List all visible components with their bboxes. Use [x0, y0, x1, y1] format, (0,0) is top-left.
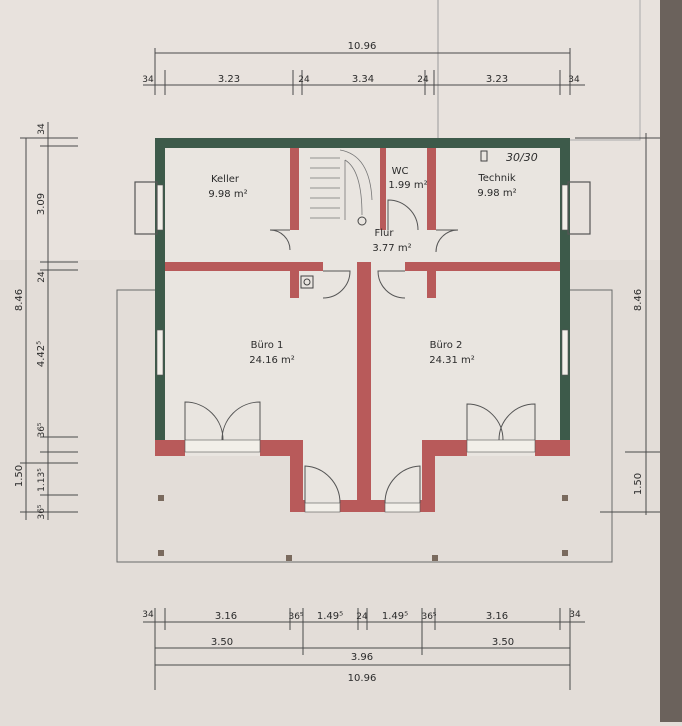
- stair-post: [357, 216, 367, 226]
- bottom-dim-7: 3.16: [486, 611, 508, 622]
- door-gap-buero1: [323, 262, 357, 271]
- bottom-dim-5: 1.49⁵: [382, 611, 408, 622]
- bottom-mid-dim-0: 3.50: [211, 637, 233, 648]
- door-gap-buero2: [371, 262, 405, 271]
- page-edge-shadow: [660, 0, 682, 722]
- room-buero1-area: 24.16 m²: [249, 355, 295, 366]
- room-buero2-name: Büro 2: [430, 340, 463, 351]
- annotation-text: 30/30: [506, 151, 538, 164]
- left-dim-6: 36⁵: [37, 504, 47, 519]
- top-dim-0: 34: [142, 75, 154, 85]
- front-glazing: [184, 439, 536, 513]
- left-dim-4: 36⁵: [37, 422, 47, 437]
- left-dimension-lines: [20, 122, 78, 520]
- top-dimension-lines: [143, 48, 585, 95]
- annotation-marker: [480, 150, 488, 162]
- bottom-total-dim: 10.96: [348, 673, 377, 684]
- room-flur-name: Flur: [375, 228, 395, 239]
- bottom-mid-dim-1: 3.96: [351, 652, 373, 663]
- top-dim-3: 3.34: [352, 74, 374, 85]
- bottom-dim-4: 24: [356, 612, 368, 622]
- room-technik-name: Technik: [477, 173, 516, 184]
- bottom-dim-0: 34: [142, 610, 154, 620]
- top-dim-1: 3.23: [218, 74, 240, 85]
- left-dim-2: 24: [37, 271, 47, 283]
- room-wc-area: 1.99 m²: [388, 180, 427, 191]
- terrace-outline: [116, 289, 613, 563]
- top-dim-5: 3.23: [486, 74, 508, 85]
- right-lower-dim: 1.50: [633, 473, 644, 495]
- room-buero2-area: 24.31 m²: [429, 355, 475, 366]
- interior-walls: [165, 148, 560, 500]
- room-keller-name: Keller: [211, 174, 240, 185]
- left-lower-dim: 1.50: [14, 465, 25, 487]
- bottom-dim-3: 1.49⁵: [317, 611, 343, 622]
- top-total-dim: 10.96: [348, 41, 377, 52]
- outer-walls: [155, 138, 570, 456]
- support-posts: [158, 495, 568, 561]
- room-buero1-name: Büro 1: [251, 340, 284, 351]
- bottom-dim-6: 36⁵: [421, 612, 436, 622]
- room-flur-area: 3.77 m²: [372, 243, 411, 254]
- staircase: [310, 149, 373, 220]
- right-window-bay: [567, 181, 591, 235]
- room-technik-area: 9.98 m²: [477, 188, 516, 199]
- left-dim-5: 1.13⁵: [37, 468, 47, 492]
- room-wc-name: WC: [392, 166, 409, 177]
- left-dim-0: 34: [37, 123, 47, 135]
- left-window-bay: [134, 181, 158, 235]
- bottom-mid-dim-2: 3.50: [492, 637, 514, 648]
- left-dim-1: 3.09: [36, 193, 47, 215]
- door-swings: [184, 199, 536, 504]
- right-dimension-lines: [575, 133, 660, 515]
- bottom-dim-1: 3.16: [215, 611, 237, 622]
- top-dim-4: 24: [417, 75, 429, 85]
- shaft-marker: [303, 278, 311, 286]
- bottom-dim-2: 36⁵: [288, 612, 303, 622]
- wall-windows: [156, 184, 569, 376]
- shaft: [300, 275, 314, 289]
- bottom-dim-8: 34: [569, 610, 581, 620]
- right-outer-dim: 8.46: [633, 289, 644, 311]
- left-outer-dim: 8.46: [14, 289, 25, 311]
- top-dim-6: 34: [568, 75, 580, 85]
- left-dim-3: 4.42⁵: [36, 341, 47, 367]
- top-dim-2: 24: [298, 75, 310, 85]
- front-walls: [155, 440, 570, 512]
- room-keller-area: 9.98 m²: [208, 189, 247, 200]
- bottom-dimension-lines: [143, 608, 585, 690]
